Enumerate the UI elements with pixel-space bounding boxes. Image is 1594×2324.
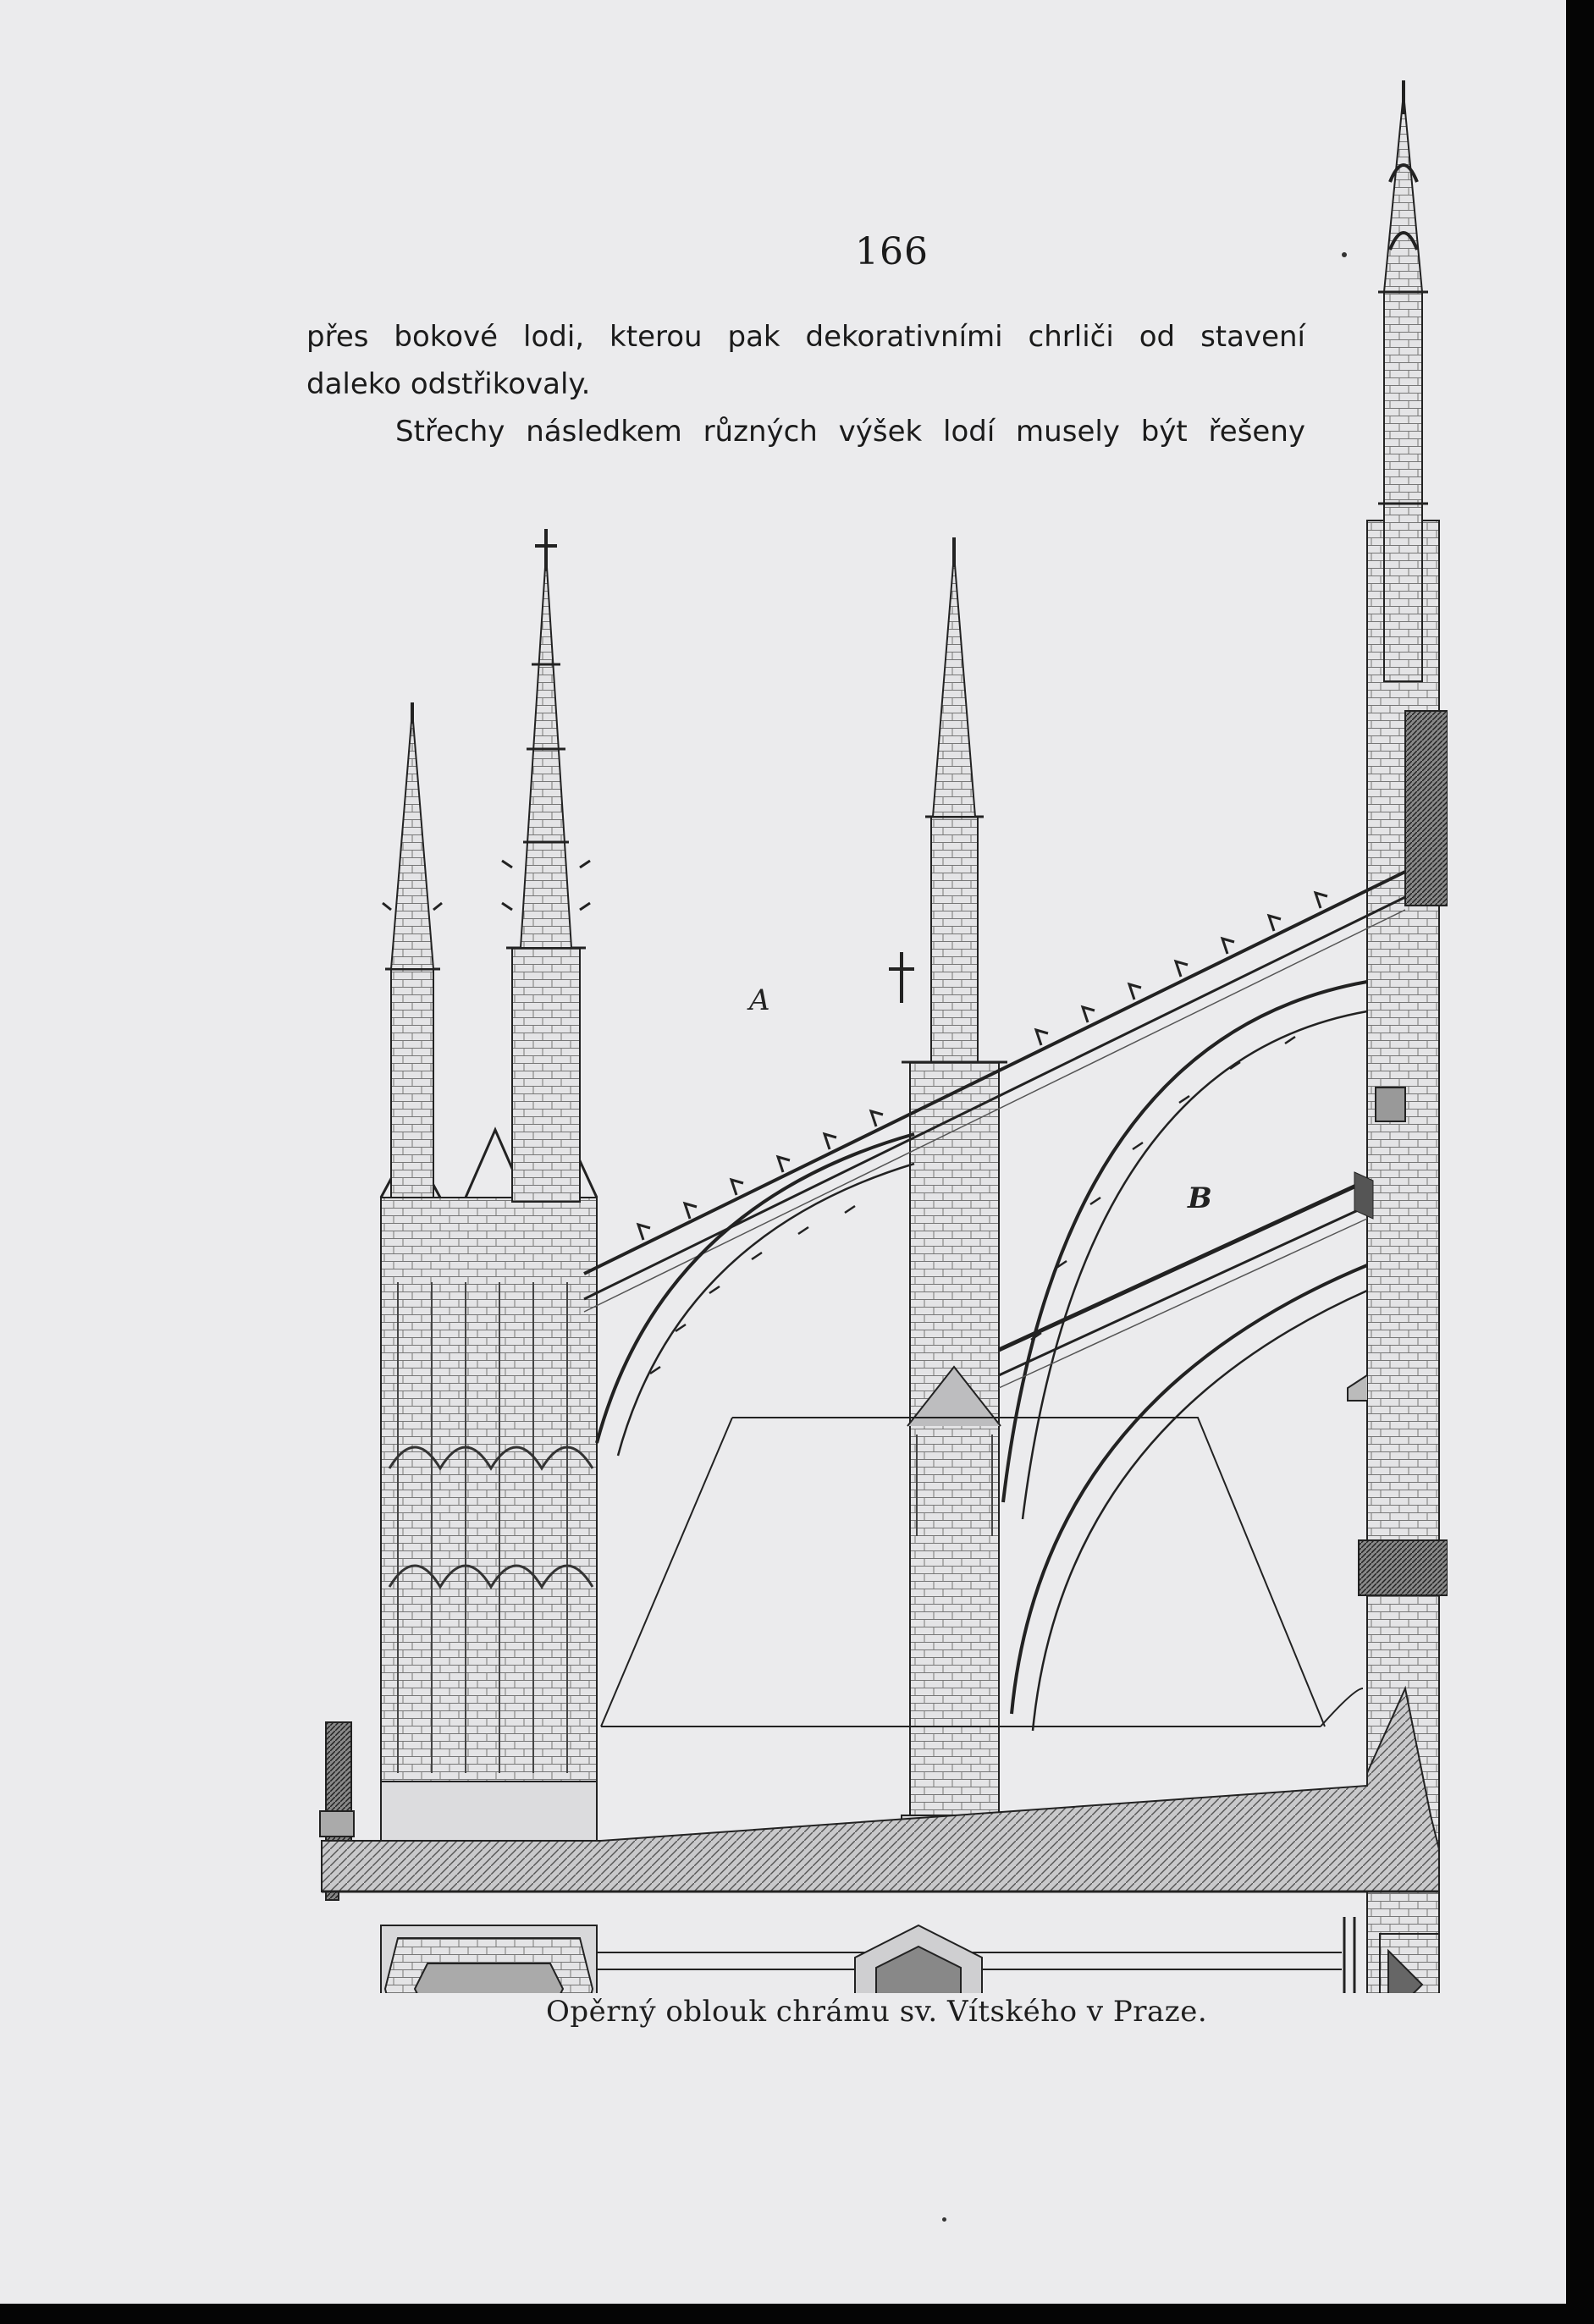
text-line-1: přes bokové lodi, kterou pak dekorativní… <box>306 320 1305 354</box>
figure-label-a: A <box>749 983 770 1017</box>
middle-pier <box>889 537 1008 1850</box>
ink-speck <box>942 2217 946 2222</box>
flying-buttress-b <box>997 1171 1374 1732</box>
plan-view <box>380 1917 1440 1993</box>
flying-buttress-illustration <box>319 80 1448 1993</box>
scan-border-right <box>1566 0 1594 2324</box>
page-number: 166 <box>855 230 929 273</box>
figure-label-b: B <box>1188 1181 1212 1215</box>
aisle-roof-outline <box>600 1417 1364 1727</box>
ground-section <box>321 1685 1440 1893</box>
main-spire <box>1378 80 1428 682</box>
scan-border-bottom <box>0 2304 1594 2324</box>
body-text: přes bokové lodi, kterou pak dekorativní… <box>306 313 1305 455</box>
figure-caption: Opěrný oblouk chrámu sv. Vítského v Praz… <box>546 1995 1208 2029</box>
flying-buttress-a <box>583 870 1406 1520</box>
text-line-2: daleko odstřikovaly. <box>306 367 591 401</box>
text-line-3: Střechy následkem různých výšek lodí mus… <box>395 415 1305 449</box>
left-pier <box>319 529 598 1901</box>
book-page: 166 přes bokové lodi, kterou pak dekorat… <box>0 0 1566 2304</box>
ink-speck <box>1342 252 1347 257</box>
